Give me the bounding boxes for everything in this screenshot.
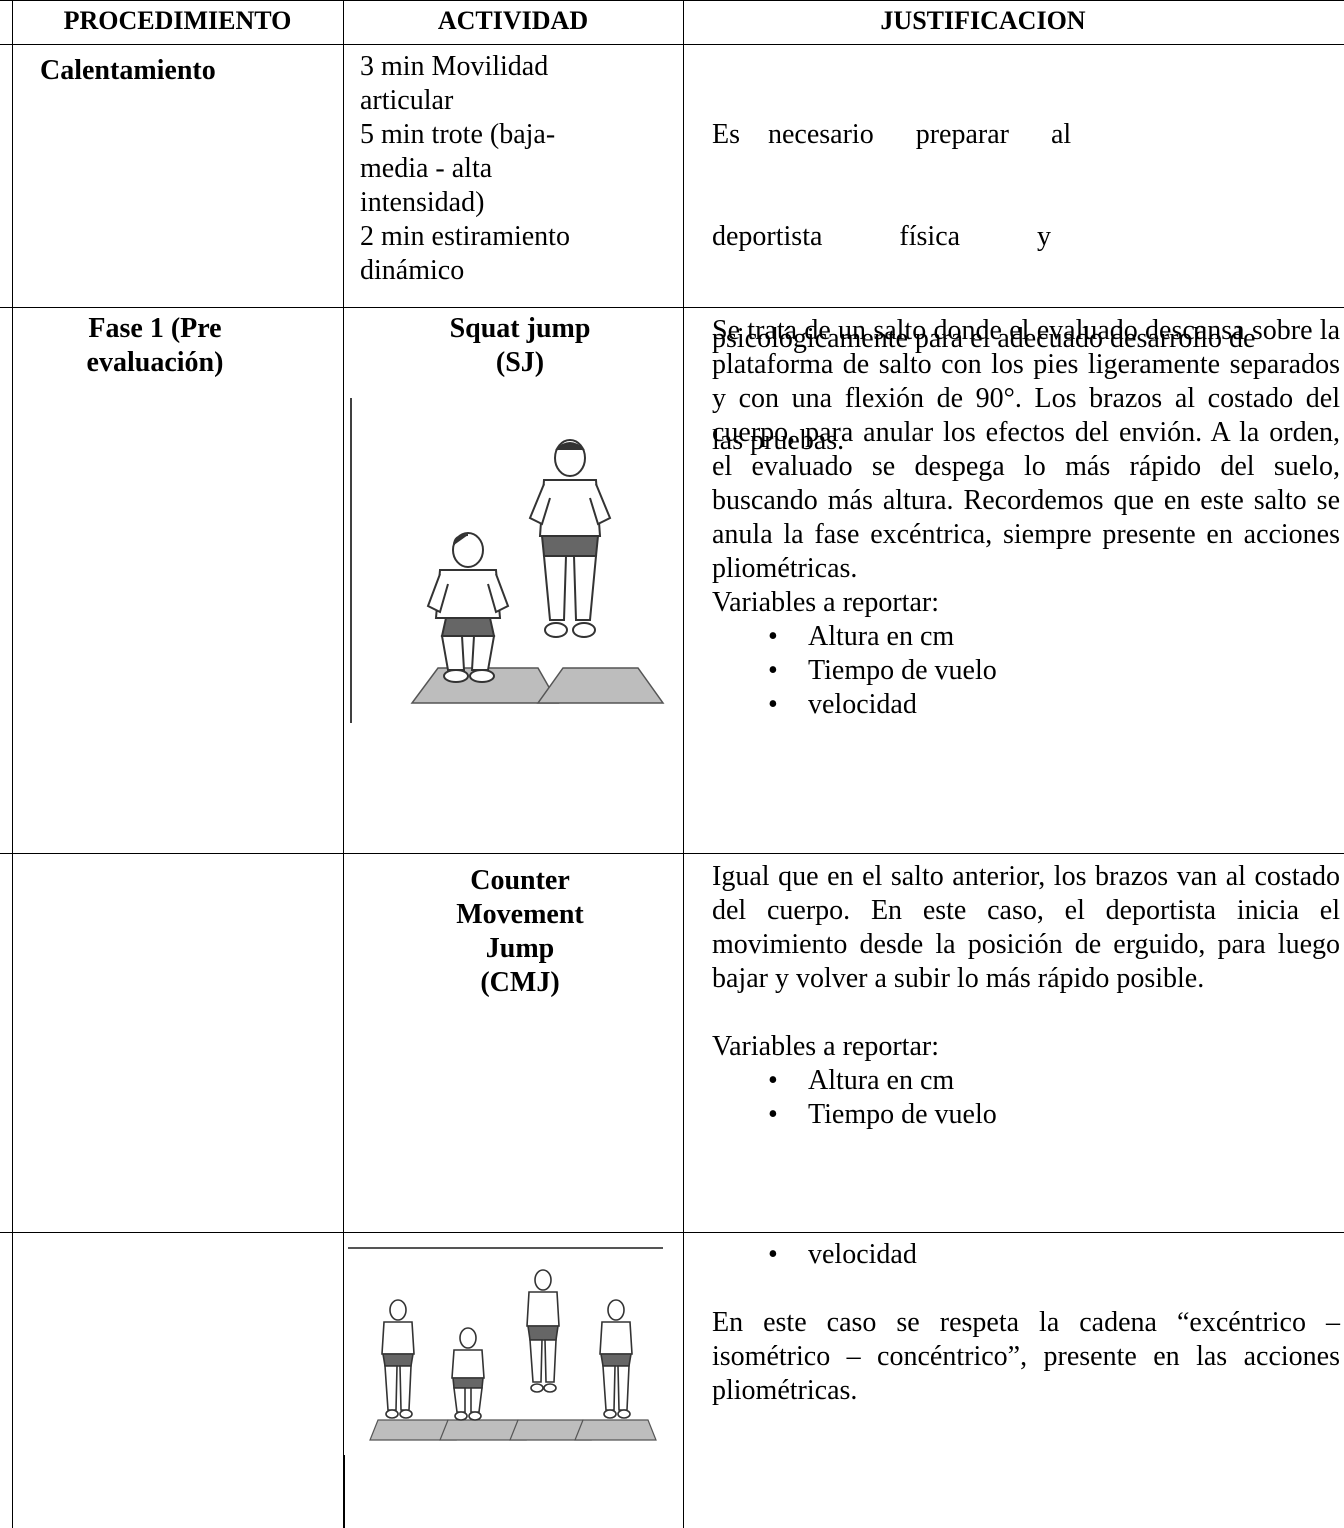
justification-cmj-cont: En este caso se respeta la cadena “excén… [712,1307,1340,1406]
justification-squat-jump: Se trata de un salto donde el evaluado d… [712,315,1340,584]
procedure-fase1: Fase 1 (Pre evaluación) [40,312,270,380]
activity-line: dinámico [360,255,465,286]
list-item: Tiempo de vuelo [712,1098,1340,1132]
activity-line: 5 min trote (baja- [360,119,556,150]
activity-title-line: Movement [456,899,584,930]
activity-line: 2 min estiramiento [360,221,570,252]
list-item: velocidad [712,1238,1340,1272]
activity-line: media - alta [360,153,493,184]
activity-cmj: Counter Movement Jump (CMJ) [400,864,640,1000]
activity-calentamiento: 3 min Movilidad articular 5 min trote (b… [360,50,676,288]
row-divider-1 [0,307,1344,308]
activity-line: intensidad) [360,187,485,218]
activity-squat-jump: Squat jump (SJ) [400,312,640,380]
athlete-squatting-figure [451,1327,485,1421]
header-procedimiento: PROCEDIMIENTO [63,6,292,35]
header-justificacion: JUSTIFICACION [880,6,1086,35]
athlete-landing-figure [599,1299,633,1419]
list-item: Tiempo de vuelo [712,654,1340,688]
athlete-standing-figure [381,1299,415,1419]
activity-title-line: Jump [485,933,555,964]
activity-title: Squat jump [449,313,591,344]
variables-list-cmj-cont: velocidad [712,1238,1340,1272]
table-border-top [0,0,1344,1]
variables-list-cmj: Altura en cm Tiempo de vuelo [712,1064,1340,1132]
justification-line: las pruebas. [712,425,845,456]
platform [574,1419,657,1441]
justification-calentamiento: Es necesario preparar al deportista físi… [712,50,1340,492]
activity-line: 3 min Movilidad [360,51,549,82]
variables-title-sj: Variables a reportar: [712,587,939,618]
list-item: velocidad [712,688,1340,722]
jumping-athlete-figure [528,439,612,638]
row-divider-3 [0,1232,1344,1233]
variables-title-cmj: Variables a reportar: [712,1031,939,1062]
procedure-calentamiento: Calentamiento [40,55,216,86]
illustration-margin-line [343,1455,345,1528]
platform-right [536,667,665,704]
header-divider [0,44,1344,45]
table-border-left [12,0,13,1528]
column-divider-1 [343,0,344,1528]
activity-title-line: Counter [470,865,570,896]
cmj-illustration [348,1247,663,1441]
activity-abbrev: (CMJ) [480,967,560,998]
list-item: Altura en cm [712,1064,1340,1098]
activity-abbrev: (SJ) [495,347,545,378]
column-divider-2 [683,0,684,1528]
variables-list-sj: Altura en cm Tiempo de vuelo velocidad [712,620,1340,722]
justification-line: deportista física y [712,221,1052,252]
squat-jump-illustration [350,398,665,723]
row-divider-2 [0,853,1344,854]
justification-line: Es necesario preparar al [712,119,1072,150]
activity-line: articular [360,85,454,116]
list-item: Altura en cm [712,620,1340,654]
header-actividad: ACTIVIDAD [437,6,589,35]
procedure-line: Fase 1 (Pre [88,313,222,344]
procedure-line: evaluación) [86,347,224,378]
justification-line: psicológicamente para el adecuado desarr… [712,323,1256,354]
athlete-jumping-figure [526,1269,560,1393]
squatting-athlete-figure [426,532,510,683]
justification-cmj: Igual que en el salto anterior, los braz… [712,861,1340,994]
